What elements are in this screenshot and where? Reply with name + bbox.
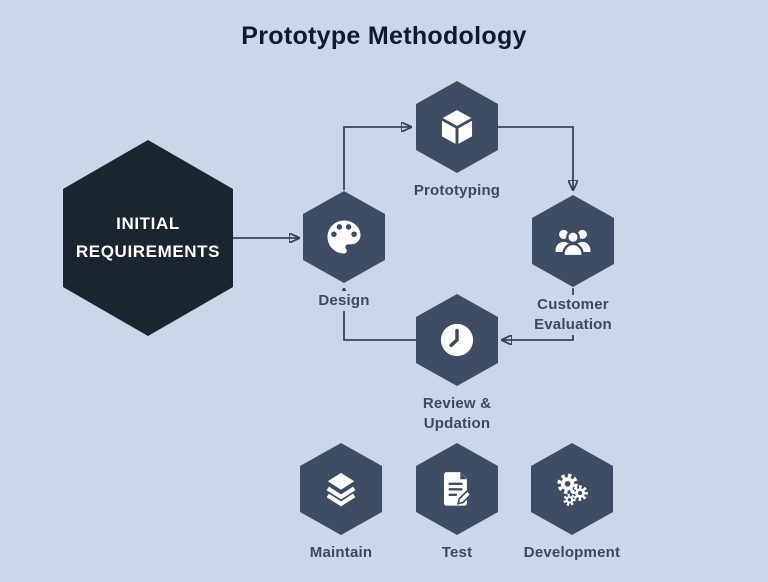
gear-small [563, 493, 576, 506]
connector-prototyping-to-customer-evaluation [498, 126, 573, 190]
design-hexagon [303, 191, 385, 283]
test-label: Test [441, 544, 473, 561]
node-design: Design [279, 191, 409, 311]
review-updation-label: Review & Updation [422, 395, 492, 432]
node-development: Development [507, 443, 637, 563]
palette-icon [327, 220, 361, 254]
maintain-hexagon [300, 443, 382, 535]
customer-evaluation-hexagon [532, 195, 614, 287]
gears-icon [557, 473, 588, 506]
customer-evaluation-label: Customer Evaluation [530, 295, 616, 335]
development-hexagon [531, 443, 613, 535]
initial-requirements-label-line2: REQUIREMENTS [75, 242, 221, 261]
review-updation-hexagon [416, 294, 498, 386]
development-label: Development [523, 544, 621, 561]
design-label: Design [314, 291, 374, 311]
layers-icon [326, 472, 356, 507]
initial-requirements-label-line1: INITIAL [116, 214, 180, 233]
node-maintain: Maintain [276, 443, 406, 563]
node-prototyping: Prototyping [392, 81, 522, 201]
gear-large [557, 473, 578, 495]
clock-icon [440, 323, 474, 357]
prototyping-hexagon [416, 81, 498, 173]
gear-medium [572, 485, 588, 501]
people-group-icon [555, 229, 591, 258]
cube-icon [441, 110, 473, 144]
node-customer-evaluation: Customer Evaluation [508, 195, 638, 335]
test-hexagon [416, 443, 498, 535]
node-test: Test [392, 443, 522, 563]
connector-design-to-prototyping [343, 127, 411, 190]
node-review-updation: Review & Updation [392, 294, 522, 434]
page-title: Prototype Methodology [241, 22, 527, 50]
maintain-label: Maintain [309, 544, 373, 561]
prototyping-label: Prototyping [413, 182, 501, 199]
document-pencil-icon [443, 472, 473, 506]
